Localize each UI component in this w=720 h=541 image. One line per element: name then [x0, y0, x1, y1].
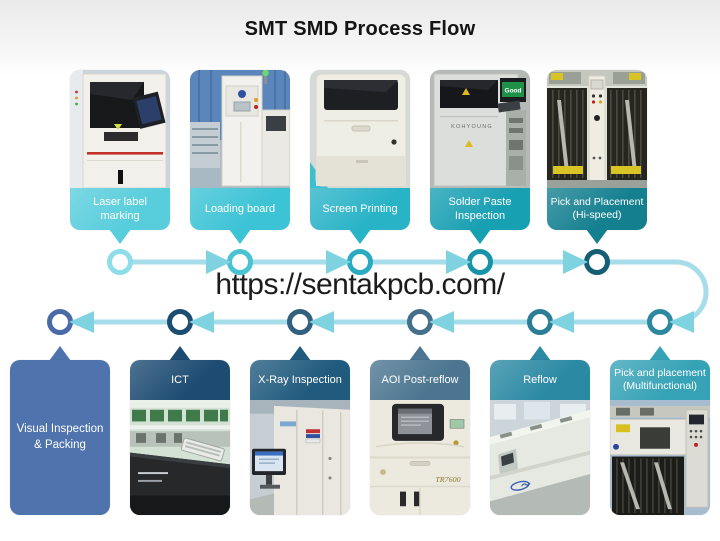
flow-node: [287, 309, 313, 335]
process-label: X-Ray Inspection: [250, 360, 350, 400]
arrow-right-icon: [326, 250, 351, 274]
arrow-right-icon: [563, 250, 588, 274]
machine-photo-pick-placement-multifunctional: [610, 400, 710, 515]
machine-photo-screen-printing: [310, 70, 410, 188]
pointer-down-icon: [586, 229, 608, 244]
svg-text:KOHYOUNG: KOHYOUNG: [451, 124, 493, 130]
svg-text:Good: Good: [505, 88, 522, 95]
arrow-left-icon: [669, 311, 694, 333]
process-label: Reflow: [490, 360, 590, 400]
process-card-screen-printing: Screen Printing: [310, 70, 410, 244]
process-card-pick-placement-multifunctional: Pick and placement (Multifunctional): [610, 346, 710, 515]
process-card-loading-board: Loading board: [190, 70, 290, 244]
process-label: Visual Inspection & Packing: [16, 422, 104, 451]
flow-node: [527, 309, 553, 335]
process-card-xray-inspection: X-Ray Inspection: [250, 346, 350, 515]
arrow-left-icon: [429, 311, 454, 333]
machine-photo-pick-placement-hispeed: [547, 70, 647, 188]
process-label: Loading board: [190, 188, 290, 230]
process-card-ict: ICT: [130, 346, 230, 515]
pointer-up-icon: [289, 346, 311, 361]
arrow-right-icon: [446, 250, 471, 274]
process-card-aoi-post-reflow: AOI Post-reflow: [370, 346, 470, 515]
process-card-solder-paste-inspection: Good KOHYOUNG Solder Paste Inspection: [430, 70, 530, 244]
arrow-left-icon: [549, 311, 574, 333]
machine-photo-xray-inspection: [250, 400, 350, 515]
process-label: Pick and Placement (Hi-speed): [547, 188, 647, 230]
process-card-laser-label-marking: Laser label marking: [70, 70, 170, 244]
process-label: AOI Post-reflow: [370, 360, 470, 400]
flow-node: [407, 309, 433, 335]
flow-node: [107, 249, 133, 275]
pointer-up-icon: [649, 346, 671, 361]
machine-photo-laser-label-marking: [70, 70, 170, 188]
process-card-reflow: Reflow: [490, 346, 590, 515]
process-card-pick-placement-hispeed: Pick and Placement (Hi-speed): [547, 70, 647, 244]
pointer-up-icon: [49, 346, 71, 361]
pointer-down-icon: [229, 229, 251, 244]
machine-photo-ict: [130, 400, 230, 515]
arrow-right-icon: [206, 250, 231, 274]
machine-photo-loading-board: [190, 70, 290, 188]
process-label: ICT: [130, 360, 230, 400]
arrow-left-icon: [309, 311, 334, 333]
machine-photo-reflow: 〜: [490, 400, 590, 515]
page-title: SMT SMD Process Flow: [244, 18, 476, 40]
svg-text:TR7600: TR7600: [435, 475, 460, 484]
arrow-left-icon: [69, 311, 94, 333]
pointer-up-icon: [169, 346, 191, 361]
arrow-left-icon: [189, 311, 214, 333]
flow-node: [167, 309, 193, 335]
pointer-down-icon: [349, 229, 371, 244]
pointer-up-icon: [529, 346, 551, 361]
pointer-down-icon: [469, 229, 491, 244]
process-label: Pick and placement (Multifunctional): [610, 360, 710, 400]
flow-node: [47, 309, 73, 335]
website-url-text: https://sentakpcb.com/: [215, 268, 505, 301]
pointer-down-icon: [109, 229, 131, 244]
process-label: Screen Printing: [310, 188, 410, 230]
machine-photo-solder-paste-inspection: Good KOHYOUNG: [430, 70, 530, 188]
process-card-visual-inspection-packing: Visual Inspection & Packing: [10, 346, 110, 515]
flow-node: [647, 309, 673, 335]
pointer-up-icon: [409, 346, 431, 361]
process-label: Laser label marking: [70, 188, 170, 230]
process-label: Solder Paste Inspection: [430, 188, 530, 230]
machine-photo-aoi-post-reflow: TR7600: [370, 400, 470, 515]
